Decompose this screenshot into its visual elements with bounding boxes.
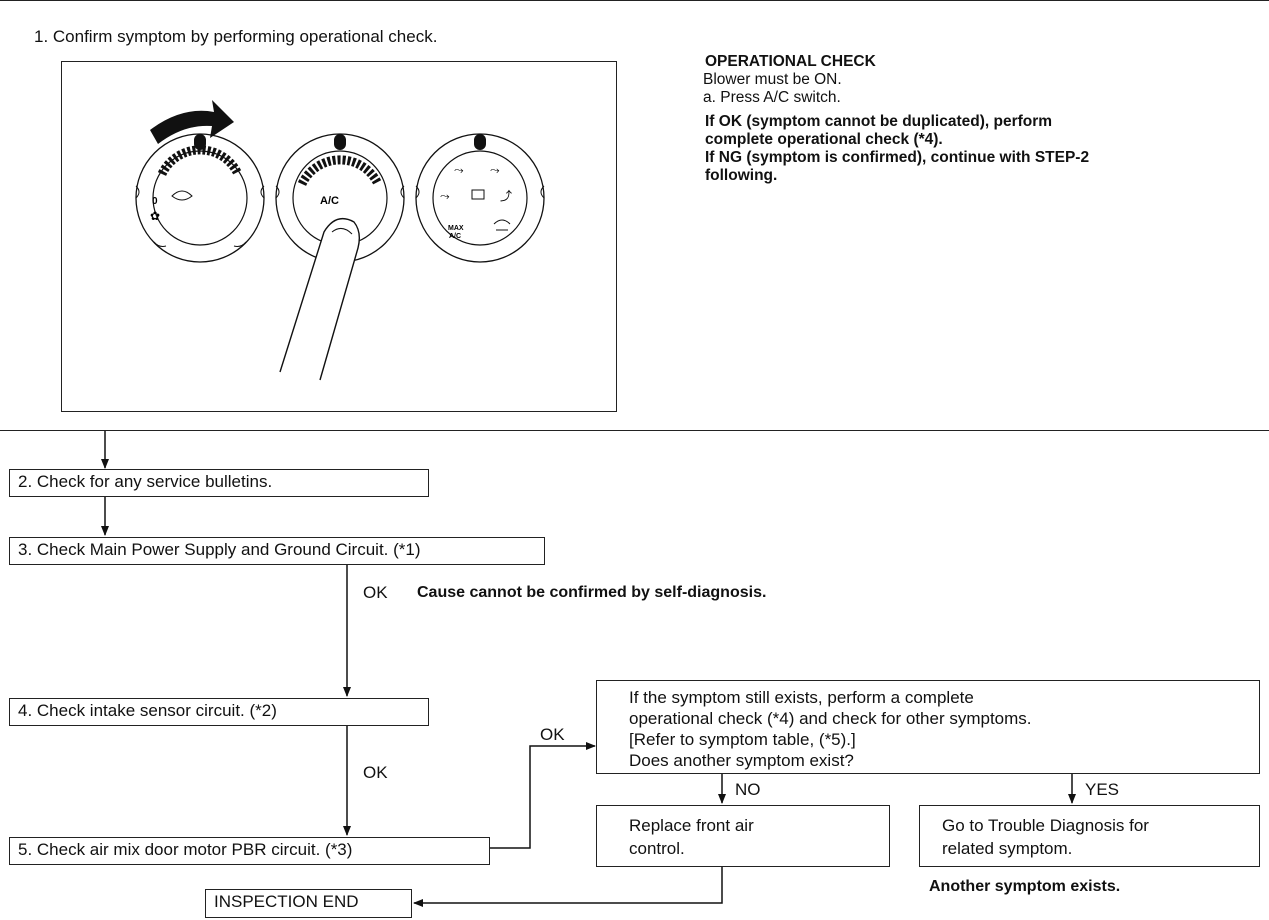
- branch-no-label: NO: [735, 780, 761, 799]
- inspection-end-box: INSPECTION END: [205, 889, 412, 918]
- ng-instruction-1: If NG (symptom is confirmed), continue w…: [705, 149, 1090, 166]
- trouble-diagnosis-box: Go to Trouble Diagnosis for related symp…: [919, 805, 1260, 867]
- replace-line2: control.: [629, 839, 685, 858]
- svg-text:⤳: ⤳: [440, 189, 450, 203]
- step3-box: 3. Check Main Power Supply and Ground Ci…: [9, 537, 545, 565]
- finger-icon: [279, 218, 361, 381]
- mode-dial-right: ⤳ ⤳ ⤳ ⤴ MAX A/C: [415, 133, 545, 263]
- svg-text:⤳: ⤳: [454, 163, 464, 177]
- operational-check-block: OPERATIONAL CHECK Blower must be ON. a. …: [703, 53, 1089, 185]
- svg-text:A/C: A/C: [320, 195, 339, 207]
- branch-yes-label: YES: [1085, 780, 1120, 799]
- ok-label-step4: OK: [363, 763, 388, 782]
- replace-line1: Replace front air: [629, 816, 754, 835]
- rotate-arrow-icon: [150, 100, 234, 144]
- step4-box: 4. Check intake sensor circuit. (*2): [9, 698, 429, 726]
- ok-label-step3: OK: [363, 583, 388, 602]
- svg-text:0: 0: [152, 196, 158, 207]
- cause-note: Cause cannot be confirmed by self-diagno…: [417, 584, 767, 601]
- arrow-step5-to-symptom: [490, 742, 596, 849]
- symptom-line2: operational check (*4) and check for oth…: [629, 709, 1032, 728]
- svg-text:MAX: MAX: [448, 225, 464, 232]
- symptom-line3: [Refer to symptom table, (*5).]: [629, 730, 856, 749]
- replace-box: Replace front air control.: [596, 805, 890, 867]
- ok-label-step5: OK: [540, 725, 565, 744]
- ok-instruction-1: If OK (symptom cannot be duplicated), pe…: [705, 113, 1053, 130]
- operational-check-title: OPERATIONAL CHECK: [705, 53, 876, 70]
- step5-box: 5. Check air mix door motor PBR circuit.…: [9, 837, 490, 865]
- trouble-line2: related symptom.: [942, 839, 1073, 858]
- arrow-replace-to-end: [413, 866, 723, 907]
- ng-instruction-2: following.: [705, 167, 778, 184]
- symptom-line4: Does another symptom exist?: [629, 751, 854, 770]
- step1-frame: [0, 0, 1269, 431]
- svg-text:A/C: A/C: [449, 233, 461, 240]
- ac-dial-middle: A/C: [275, 133, 405, 381]
- another-symptom-note: Another symptom exists.: [929, 878, 1121, 895]
- svg-text:⤴: ⤴: [500, 188, 512, 203]
- step2-box: 2. Check for any service bulletins.: [9, 469, 429, 497]
- symptom-question-box: If the symptom still exists, perform a c…: [596, 680, 1260, 774]
- control-panel-illustration: 0 ✿ A/C ⤳ ⤳ ⤳ ⤴: [61, 61, 617, 412]
- operational-check-line2: a. Press A/C switch.: [703, 89, 841, 106]
- svg-text:✿: ✿: [150, 209, 160, 223]
- symptom-line1: If the symptom still exists, perform a c…: [629, 688, 974, 707]
- trouble-line1: Go to Trouble Diagnosis for: [942, 816, 1149, 835]
- step1-label: 1. Confirm symptom by performing operati…: [34, 27, 438, 46]
- operational-check-line1: Blower must be ON.: [703, 71, 842, 88]
- fan-dial-left: 0 ✿: [135, 133, 265, 263]
- ok-instruction-2: complete operational check (*4).: [705, 131, 943, 148]
- svg-text:⤳: ⤳: [490, 163, 500, 177]
